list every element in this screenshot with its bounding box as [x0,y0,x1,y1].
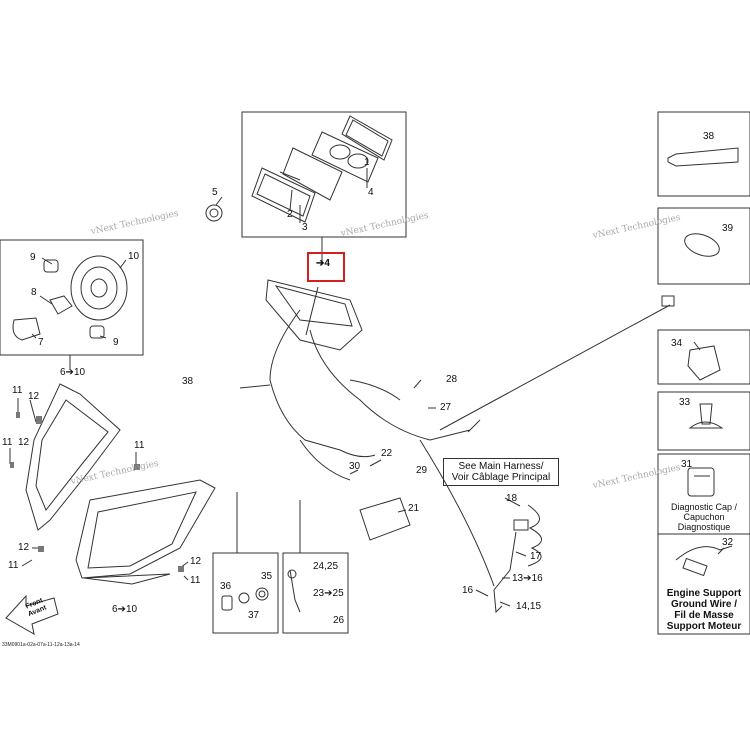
callout-11b[interactable]: 11 [2,437,13,448]
callout-29[interactable]: 29 [416,465,428,476]
callout-37[interactable]: 37 [248,610,260,621]
callout-ref-4[interactable]: ➔4 [316,258,330,269]
push-rivet-33 [688,421,724,429]
callout-3[interactable]: 3 [302,222,308,233]
callout-6-10a[interactable]: 6➔10 [60,367,86,378]
callout-39[interactable]: 39 [722,223,734,234]
callout-30[interactable]: 30 [349,461,361,472]
callout-1[interactable]: 1 [364,157,370,168]
callout-11c[interactable]: 11 [134,440,145,451]
callout-12d[interactable]: 12 [190,556,202,567]
callout-28[interactable]: 28 [446,374,458,385]
connector-detail-frame-2 [282,552,349,634]
callout-13-16[interactable]: 13➔16 [512,573,543,584]
detail-frame-32 [657,533,750,635]
tether-coil-18 [527,504,542,567]
ground-wire-32 [675,545,733,561]
detail-frame-33 [657,391,750,451]
callout-4[interactable]: 4 [368,187,374,198]
wiring-harness [269,309,376,458]
callout-24-25[interactable]: 24,25 [313,561,339,572]
callout-9b[interactable]: 9 [113,337,119,348]
callout-12c[interactable]: 12 [18,542,30,553]
callout-11d[interactable]: 11 [8,560,19,571]
reflector-10 [70,255,128,321]
main-harness-note[interactable]: See Main Harness/ Voir Câblage Principal [443,458,559,486]
callout-17[interactable]: 17 [530,551,542,562]
callout-33[interactable]: 33 [679,397,691,408]
callout-7[interactable]: 7 [38,337,44,348]
callout-8[interactable]: 8 [31,287,37,298]
callout-11e[interactable]: 11 [190,575,201,586]
cap-9b [89,325,105,339]
diagnostic-cap-31 [687,467,715,497]
gauge-cluster [265,279,363,351]
callout-18[interactable]: 18 [506,493,518,504]
callout-5[interactable]: 5 [212,187,218,198]
screw-5 [205,204,223,222]
left-headlight [25,383,121,531]
highlight-box [307,252,345,282]
callout-16[interactable]: 16 [462,585,474,596]
callout-11a[interactable]: 11 [12,385,23,396]
callout-34[interactable]: 34 [671,338,683,349]
engine-support-note: Engine Support Ground Wire / Fil de Mass… [666,588,742,632]
bulb-detail-frame [0,239,144,356]
bulb-7 [12,317,41,341]
detail-frame-39 [657,207,750,285]
module-21 [359,497,411,541]
callout-23-25[interactable]: 23➔25 [313,588,344,599]
right-headlight [75,479,216,579]
detail-frame-34 [657,329,750,385]
housing-3 [251,167,316,223]
gasket-1 [341,115,393,161]
callout-21[interactable]: 21 [408,503,420,514]
callout-36[interactable]: 36 [220,581,232,592]
callout-12b[interactable]: 12 [18,437,30,448]
callout-9a[interactable]: 9 [30,252,36,263]
clip-8 [49,295,73,315]
cap-9a [43,259,59,273]
callout-10[interactable]: 10 [128,251,140,262]
callout-6-10b[interactable]: 6➔10 [112,604,138,615]
gauge-detail-frame [241,111,407,238]
cable-tie-39 [684,233,720,257]
callout-32[interactable]: 32 [722,537,734,548]
callout-35[interactable]: 35 [261,571,273,582]
diagnostic-cap-note: Diagnostic Cap / Capuchon Diagnostique [670,502,738,532]
callout-14-15[interactable]: 14,15 [516,601,542,612]
connector-detail-frame-1 [212,552,279,634]
callout-27[interactable]: 27 [440,402,452,413]
callout-38a[interactable]: 38 [182,376,194,387]
callout-38b[interactable]: 38 [703,131,715,142]
detail-frame-38 [657,111,750,197]
callout-2[interactable]: 2 [287,209,293,220]
callout-26[interactable]: 26 [333,615,345,626]
clip-34 [687,345,721,381]
lens-2 [282,147,343,201]
callout-22[interactable]: 22 [381,448,393,459]
callout-31[interactable]: 31 [681,459,693,470]
bezel-4 [311,131,379,183]
callout-12a[interactable]: 12 [28,391,40,402]
front-arrow [5,594,59,635]
figure-reference: 33M0901a-02a-07a-11-12a-13a-14 [2,642,80,648]
grease-tube-38 [667,147,739,167]
